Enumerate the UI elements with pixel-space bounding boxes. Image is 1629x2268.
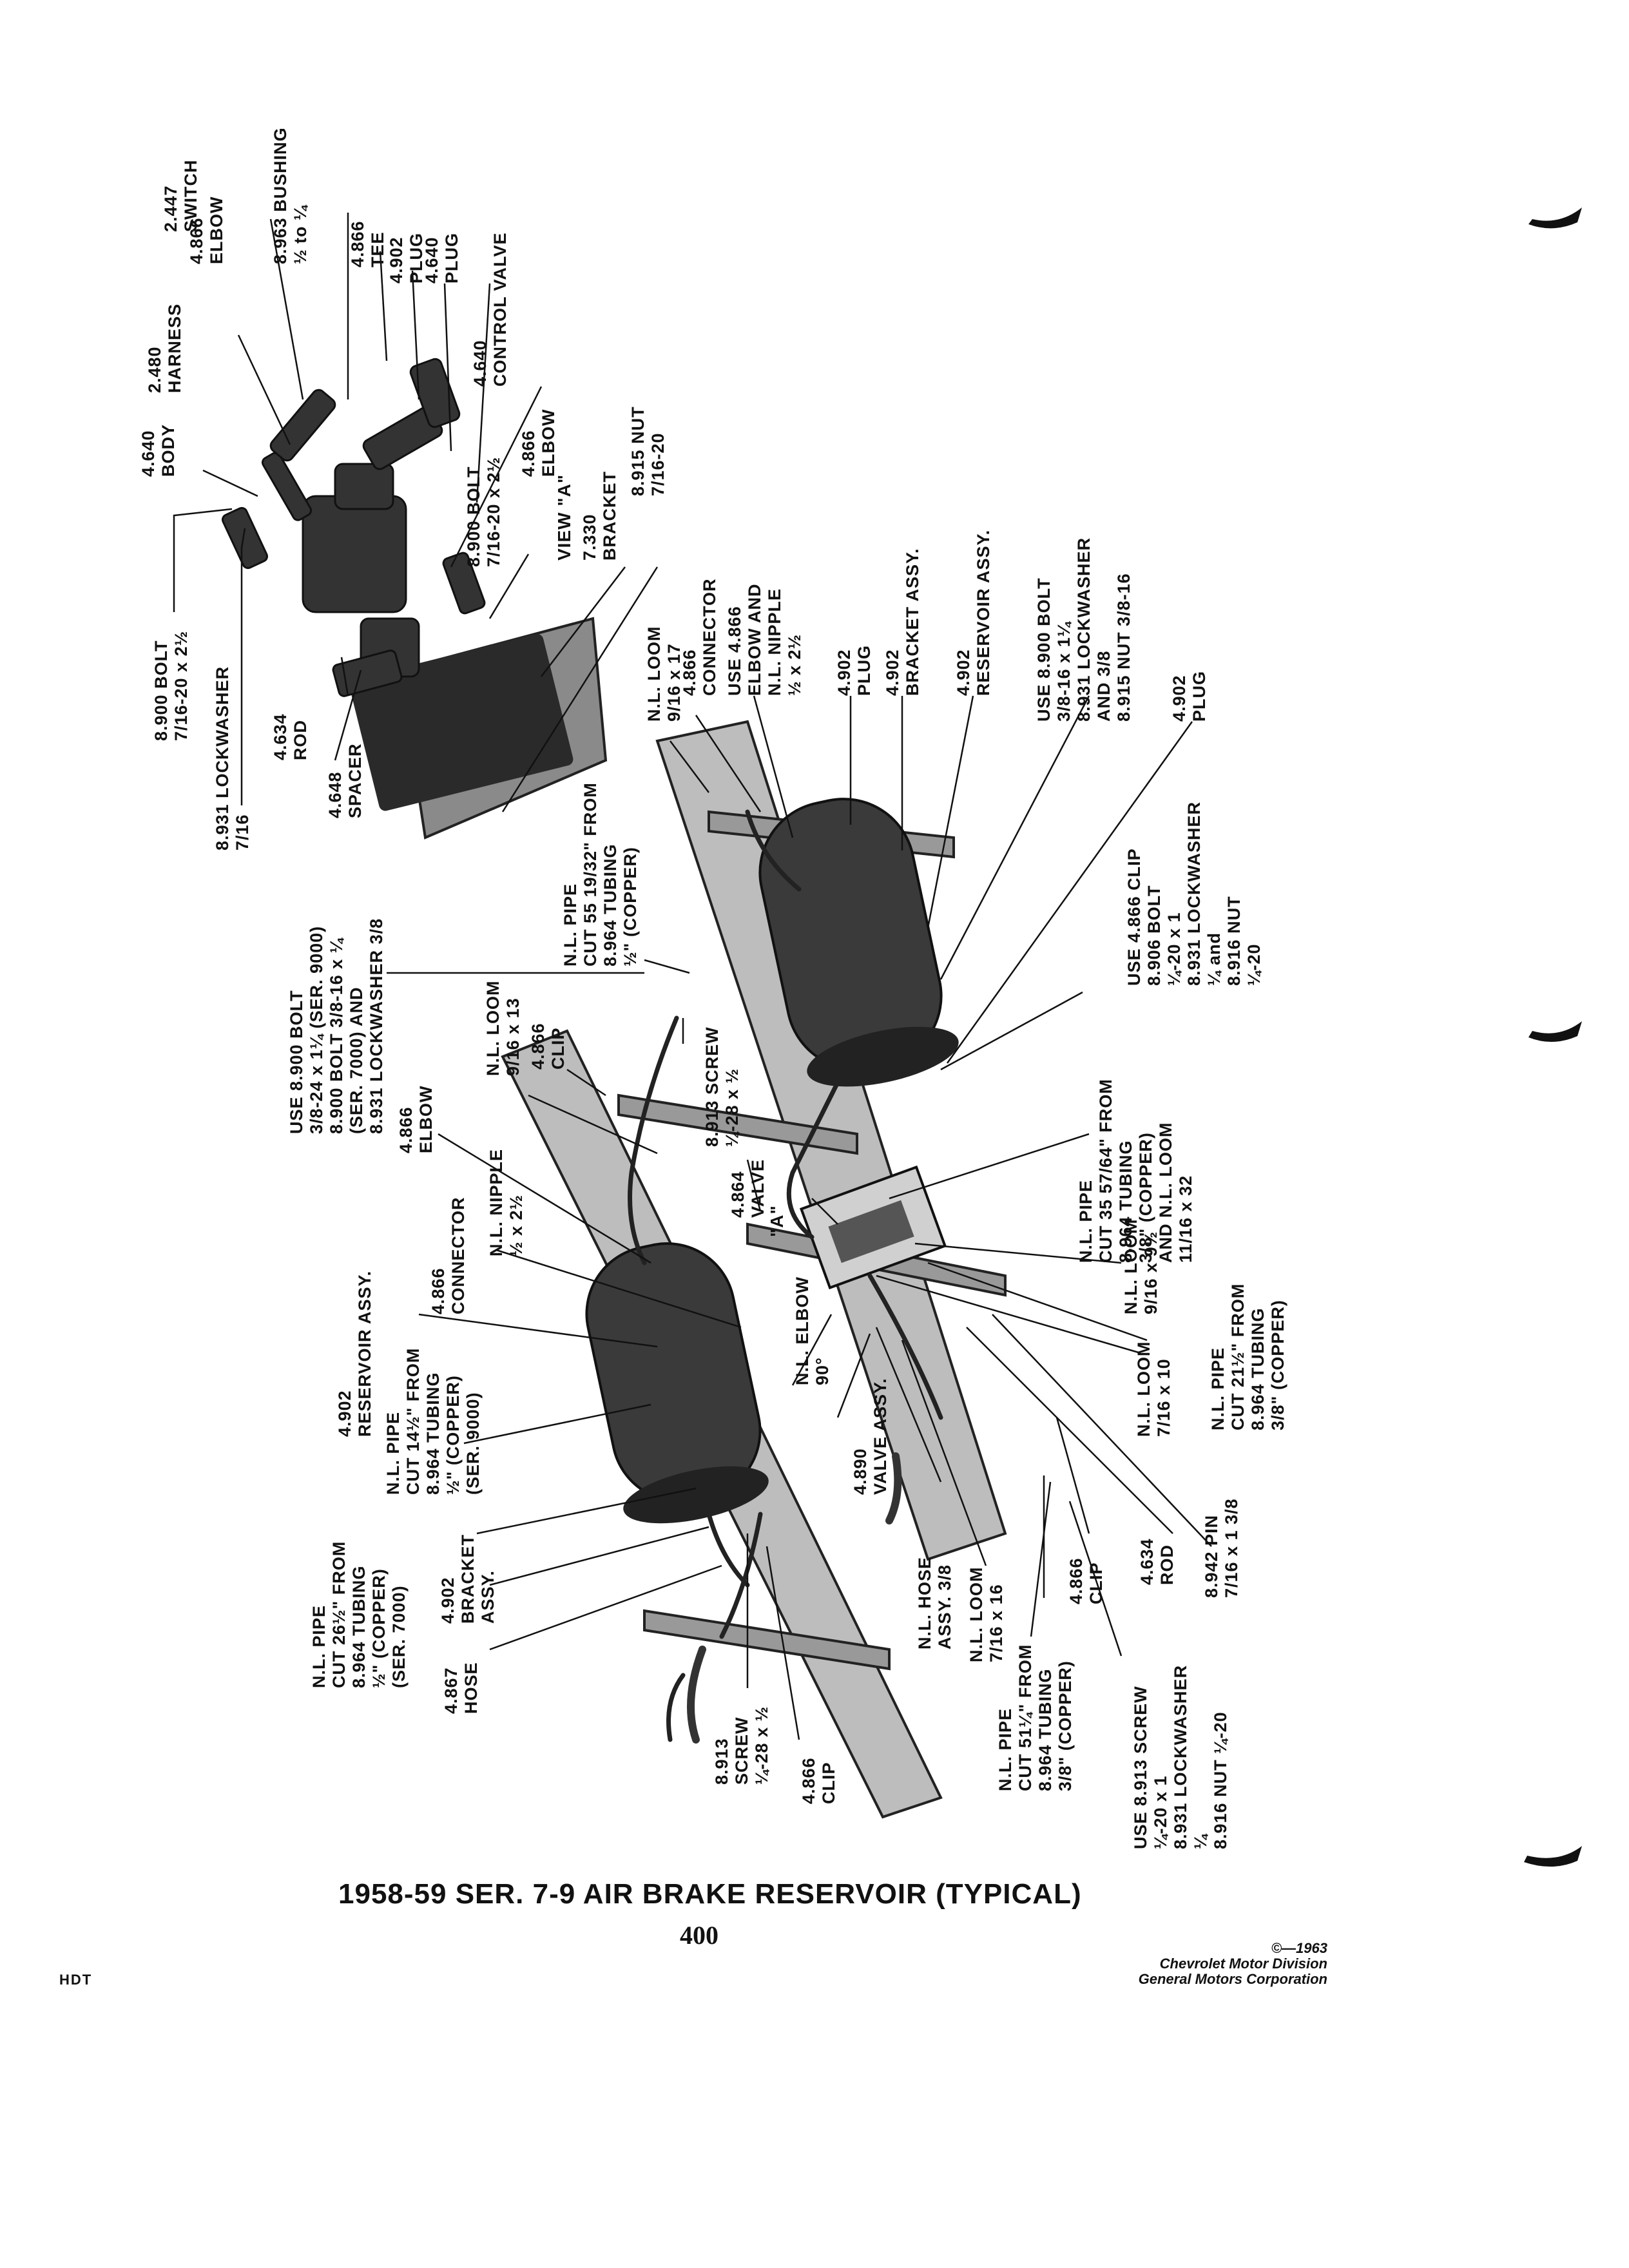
callout-harness: 2.480 HARNESS <box>145 303 184 393</box>
callout-hose-4867: 4.867 HOSE <box>441 1662 481 1714</box>
callout-lockwasher-7-16: 8.931 LOCKWASHER 7/16 <box>213 666 252 850</box>
callout-pipe-14: N.L. PIPE CUT 14½" FROM 8.964 TUBING ½" … <box>383 1347 483 1495</box>
page-number: 400 <box>680 1921 718 1950</box>
hoses <box>687 1452 902 1744</box>
callout-connector-lower: 4.866 CONNECTOR <box>429 1196 468 1314</box>
callout-use-bolt-ser: USE 8.900 BOLT 3/8-24 x 1¼ (SER. 9000) 8… <box>287 918 386 1134</box>
footer-code: HDT <box>59 1972 93 1988</box>
relay-valve-assembly <box>799 1165 947 1290</box>
callout-clip-4866-bottom: 4.866 CLIP <box>799 1757 838 1804</box>
callout-plug-4902-mid: 4.902 PLUG <box>834 644 874 696</box>
callout-plug-4640: 4.640 PLUG <box>422 232 461 284</box>
control-valve-exploded <box>221 358 486 697</box>
binder-mark-middle <box>1528 1021 1582 1043</box>
callout-loom-9-16x17: N.L. LOOM 9/16 x 17 <box>644 626 684 722</box>
callout-clip-4866-mid: 4.866 CLIP <box>528 1023 568 1070</box>
callout-pipe-26: N.L. PIPE CUT 26½" FROM 8.964 TUBING ½" … <box>309 1541 409 1688</box>
binder-mark-bottom <box>1524 1846 1582 1867</box>
callout-valve-4864: 4.864 VALVE <box>728 1158 767 1218</box>
callout-plug-4902-top: 4.902 PLUG <box>387 232 426 284</box>
callout-reservoir-lower: 4.902 RESERVOIR ASSY. <box>335 1270 374 1437</box>
copyright-block: ©—1963 Chevrolet Motor Division General … <box>1139 1941 1327 1987</box>
callout-plug-4902-right: 4.902 PLUG <box>1170 670 1209 722</box>
callout-bracket-7330: 7.330 BRACKET <box>580 471 619 561</box>
callout-lower-bolt: 8.900 BOLT 7/16-20 x 2½ <box>151 630 191 741</box>
callout-clip-4866-lower: 4.866 CLIP <box>1066 1557 1106 1604</box>
callout-control-valve: 4.640 CONTROL VALVE <box>470 232 510 387</box>
callout-loom-9-16x13: N.L. LOOM 9/16 x 13 <box>483 980 523 1076</box>
callout-bolt-lockwasher-nut: USE 8.900 BOLT 3/8-16 x 1¼ 8.931 LOCKWAS… <box>1034 537 1133 722</box>
callout-clip-bolt-nut: USE 4.866 CLIP 8.906 BOLT ¼-20 x 1 8.931… <box>1124 801 1264 986</box>
callout-loom-9-16x9: N.L. LOOM 9/16 x 9½ <box>1121 1218 1161 1314</box>
callout-valve-assy-4890: 4.890 VALVE ASSY. <box>851 1378 890 1495</box>
page-title: 1958-59 SER. 7-9 AIR BRAKE RESERVOIR (TY… <box>338 1878 1082 1910</box>
callout-hose-assy: N.L. HOSE ASSY. 3/8 <box>915 1556 954 1649</box>
callout-elbow-4866-right: 4.866 ELBOW <box>519 408 558 477</box>
callout-elbow-4866-mid: 4.866 ELBOW <box>396 1085 436 1154</box>
upper-reservoir-tank <box>758 798 959 1087</box>
callout-rod-top: 4.634 ROD <box>271 713 310 760</box>
callout-pipe-51: N.L. PIPE CUT 51¼" FROM 8.964 TUBING 3/8… <box>996 1644 1075 1791</box>
callout-elbow-90: N.L. ELBOW 90° <box>793 1276 832 1385</box>
callout-upper-bolt: 8.900 BOLT 7/16-20 x 2½ <box>464 456 503 567</box>
binder-mark-top <box>1528 207 1582 229</box>
callout-valve-body: 4.640 BODY <box>139 423 178 477</box>
callout-tee: 4.866 TEE <box>348 220 387 267</box>
callout-pipe-21: N.L. PIPE CUT 21½" FROM 8.964 TUBING 3/8… <box>1208 1283 1287 1430</box>
callout-pipe-55: N.L. PIPE CUT 55 19/32" FROM 8.964 TUBIN… <box>561 782 640 966</box>
callout-loom-7-16x10: N.L. LOOM 7/16 x 10 <box>1134 1341 1173 1437</box>
piping <box>628 809 943 1742</box>
callout-rod-lower: 4.634 ROD <box>1137 1538 1177 1585</box>
callout-nut-8915: 8.915 NUT 7/16-20 <box>628 406 668 496</box>
callout-screw-8913-lower: 8.913 SCREW ¼-28 x ½ <box>712 1706 771 1785</box>
callout-pin: 8.942 PIN 7/16 x 1 3/8 <box>1202 1498 1241 1598</box>
callout-bracket-assy-upper: 4.902 BRACKET ASSY. <box>883 548 922 696</box>
leader-lines <box>173 213 1212 1740</box>
copyright-division: Chevrolet Motor Division <box>1159 1956 1327 1972</box>
callout-screw-8913-mid: 8.913 SCREW ¼-28 x ½ <box>702 1026 742 1147</box>
copyright-corporation: General Motors Corporation <box>1138 1971 1327 1987</box>
copyright-year: ©—1963 <box>1271 1940 1327 1956</box>
callout-view-a: VIEW "A" <box>554 474 574 561</box>
callout-spacer: 4.648 SPACER <box>325 743 365 818</box>
callout-reservoir-upper: 4.902 RESERVOIR ASSY. <box>954 529 993 696</box>
callout-nipple-lower: N.L. NIPPLE ½ x 2½ <box>487 1148 526 1256</box>
valve-bracket-slot <box>349 633 574 811</box>
callout-switch: 2.447 SWITCH <box>161 159 200 232</box>
callout-use-screw-lockwasher: USE 8.913 SCREW ¼-20 x 1 8.931 LOCKWASHE… <box>1131 1664 1230 1849</box>
lower-reservoir-tank <box>585 1242 769 1524</box>
callout-elbow-and-nipple: USE 4.866 ELBOW AND N.L. NIPPLE ½ x 2½ <box>725 583 804 696</box>
callout-bracket-assy-lower: 4.902 BRACKET ASSY. <box>438 1534 497 1624</box>
callout-connector-upper: 4.866 CONNECTOR <box>680 578 719 696</box>
callout-bushing: 8.963 BUSHING ½ to ¼ <box>271 127 310 264</box>
callout-detail-a: "A" <box>767 1205 787 1237</box>
